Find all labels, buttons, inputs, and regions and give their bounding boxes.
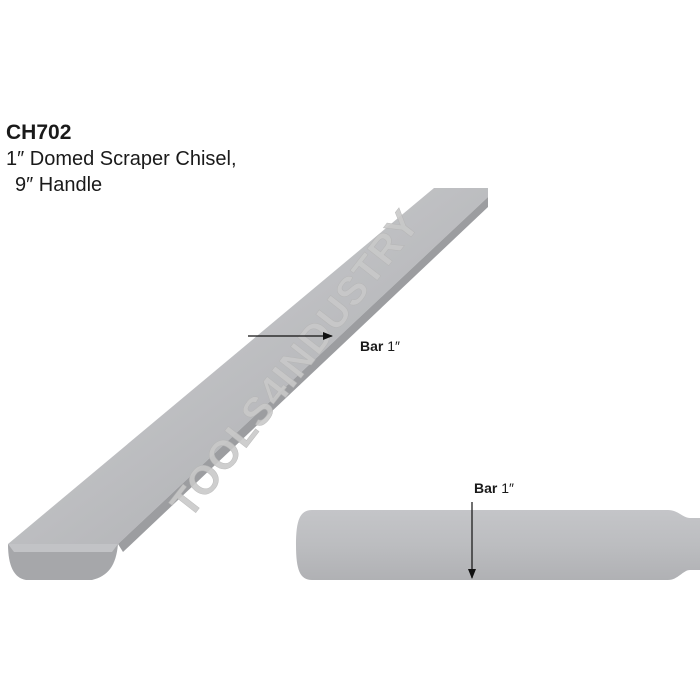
side-dimension-value: 1″ [387,338,400,354]
top-dimension-label: Bar 1″ [474,480,514,496]
side-view-blade [8,188,488,580]
watermark: TOOLS4INDUSTRY [162,202,429,526]
side-dimension-label: Bar 1″ [360,338,400,354]
watermark-text: TOOLS4INDUSTRY [162,202,428,526]
product-name: 1″ Domed Scraper Chisel, [6,148,237,170]
blade-domed-tip [8,544,118,580]
blade-side-edge [118,197,488,552]
top-view-blade [296,510,700,580]
product-code: CH702 [6,121,72,144]
top-dimension-value: 1″ [501,480,514,496]
product-header: CH702 1″ Domed Scraper Chisel, 9″ Handle [6,120,237,198]
side-dimension-name: Bar [360,338,384,354]
blade-tip-highlight [8,544,118,552]
product-handle: 9″ Handle [15,174,103,196]
top-dimension-name: Bar [474,480,498,496]
blade-top-face [8,188,488,544]
blade-flat-body [296,510,700,580]
